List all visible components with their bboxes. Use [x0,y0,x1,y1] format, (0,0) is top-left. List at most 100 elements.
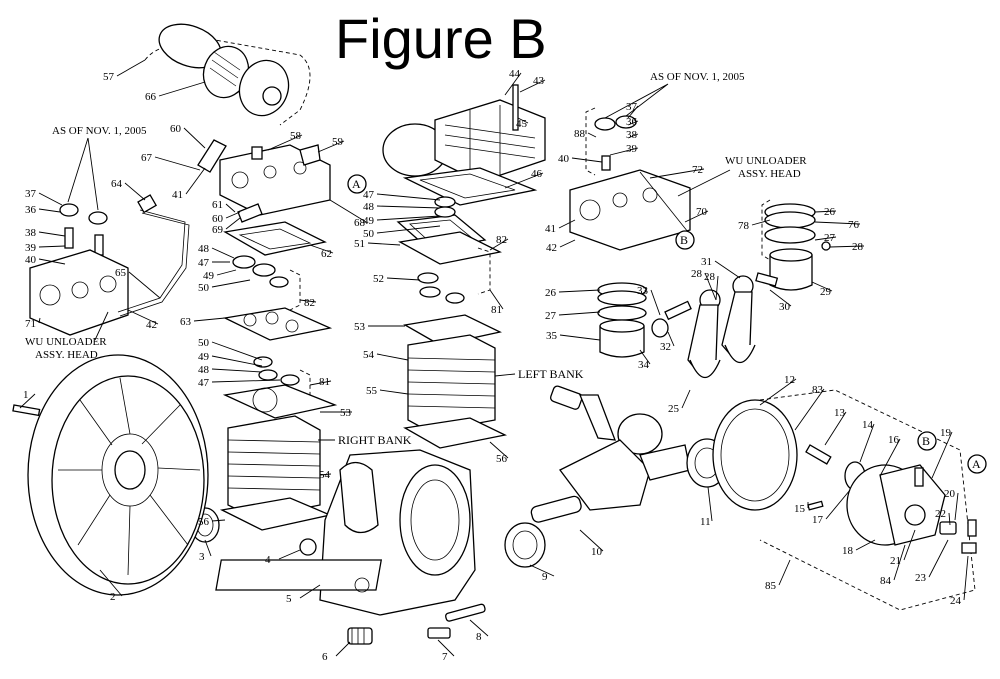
part-label-53: 53 [354,321,366,333]
leader-line-46 [504,172,544,189]
part-label-36: 36 [25,204,37,216]
head-assembly-top [382,84,546,206]
leader-line-55 [379,389,409,395]
part-label-38-b: 38 [626,129,638,141]
leader-line-78 [751,219,771,226]
leader-line-20 [954,492,959,521]
leader-line-39-b [609,147,639,156]
note-wu-right-1: WU UNLOADER [725,155,807,167]
part-label-67: 67 [141,152,153,164]
part-label-25: 25 [668,403,680,415]
leader-line-6 [335,641,351,657]
leader-line-44 [504,72,522,96]
leader-line-42 [127,309,159,325]
part-label-46: 46 [531,168,543,180]
part-label-81-b: 81 [319,376,330,388]
flywheel [12,354,209,596]
crankcase [215,449,486,645]
part-label-33: 33 [637,285,649,297]
leader-line-32 [667,331,675,347]
part-label-14: 14 [862,419,874,431]
part-label-54-b: 54 [319,469,331,481]
leader-line-30 [769,289,792,307]
leader-line-60-b [225,211,241,219]
note-wu-left-1: WU UNLOADER [25,336,107,348]
leader-line-84 [893,544,906,581]
leader-line-37-b [627,105,639,119]
part-label-49-c: 49 [198,351,210,363]
leader-line-28-b [829,245,865,248]
part-label-53-b: 53 [340,407,352,419]
part-label-69: 69 [212,224,224,236]
right-bank-cylinder [219,384,338,531]
leader-line-43 [519,79,546,93]
part-label-21: 21 [890,555,901,567]
part-label-31: 31 [701,256,712,268]
part-label-61: 61 [212,199,223,211]
part-label-38: 38 [25,227,37,239]
part-label-76: 76 [848,219,860,231]
leader-line-29 [811,281,833,292]
leader-line-58 [267,134,303,151]
part-label-3: 3 [199,551,205,563]
part-label-19: 19 [940,427,952,439]
part-label-8: 8 [476,631,482,643]
leader-line-70 [684,210,709,223]
leader-line-63 [193,317,226,322]
part-label-50: 50 [363,228,375,240]
part-label-30: 30 [779,301,791,313]
part-label-18: 18 [842,545,854,557]
part-label-36-b: 36 [626,116,638,128]
part-label-42: 42 [146,319,157,331]
leader-line-13 [824,411,847,446]
leader-line-35 [559,334,601,341]
part-label-60-b: 60 [212,213,224,225]
leader-line-3 [204,539,212,557]
callout-b-rear: B [922,434,930,448]
leader-line-17 [825,489,851,520]
part-label-11: 11 [700,516,711,528]
part-label-39: 39 [25,242,37,254]
leader-line-9 [529,564,555,577]
left-bank-cylinder [396,196,508,449]
leader-line-48-c [211,368,263,373]
part-label-56: 56 [496,453,508,465]
part-label-39-b: 39 [626,143,638,155]
part-label-85: 85 [765,580,777,592]
left-unloader-head [29,194,190,336]
leader-line-47-c [211,379,281,383]
part-label-41-b: 41 [545,223,556,235]
leader-line-66 [158,81,206,97]
part-label-60: 60 [170,123,182,135]
part-label-50-c: 50 [198,337,210,349]
callout-a-rear: A [972,457,981,471]
leader-line-36 [38,208,61,213]
leader-line-48-b [211,247,235,259]
leader-line-31 [714,260,741,279]
leader-line-56-b [211,519,226,522]
leader-line-21 [903,529,916,561]
leader-line-85 [778,559,791,586]
leader-line-14 [859,423,875,463]
part-label-56-b: 56 [198,516,210,528]
leader-line-39 [38,245,66,248]
leader-line-61 [225,203,236,213]
leader-line-33 [650,289,661,316]
leader-line-40 [38,258,66,265]
leader-line-7 [437,639,455,657]
part-label-41: 41 [172,189,183,201]
leader-line-34 [639,349,651,365]
part-label-27-b: 27 [824,232,836,244]
part-label-13: 13 [834,407,846,419]
leader-line-56 [489,441,509,459]
callout-markers: A B B A [347,174,987,474]
part-label-28-c: 28 [691,268,703,280]
part-label-48-b: 48 [198,243,210,255]
part-label-40: 40 [25,254,37,266]
part-label-88: 88 [574,128,586,140]
air-filter-assembly [144,23,311,126]
leader-line-22 [948,512,951,526]
part-label-24: 24 [950,595,962,607]
part-label-47-c: 47 [198,377,210,389]
